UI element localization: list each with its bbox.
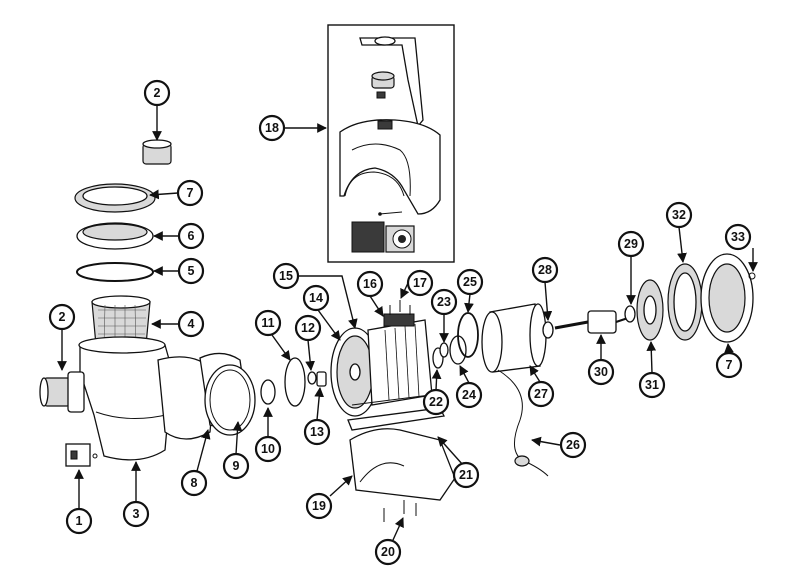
callout-5: 5 [177, 257, 205, 285]
svg-text:28: 28 [538, 263, 552, 277]
callout-31: 31 [638, 371, 666, 399]
svg-text:2: 2 [154, 86, 161, 100]
callout-24: 24 [455, 381, 483, 409]
svg-text:24: 24 [462, 388, 476, 402]
svg-text:1: 1 [76, 514, 83, 528]
svg-text:29: 29 [624, 237, 638, 251]
callout-2-left: 2 [48, 303, 76, 331]
svg-text:32: 32 [672, 208, 686, 222]
svg-text:20: 20 [381, 545, 395, 559]
svg-text:5: 5 [188, 264, 195, 278]
svg-text:27: 27 [534, 387, 548, 401]
callout-20: 20 [374, 538, 402, 566]
callout-16: 16 [356, 270, 384, 298]
callout-19: 19 [305, 492, 333, 520]
svg-text:9: 9 [233, 459, 240, 473]
callout-10: 10 [254, 435, 282, 463]
callout-21: 21 [452, 461, 480, 489]
callout-7-right: 7 [715, 351, 743, 379]
svg-text:22: 22 [429, 395, 443, 409]
callout-23: 23 [430, 288, 458, 316]
svg-text:15: 15 [279, 269, 293, 283]
callout-18: 18 [258, 114, 286, 142]
callout-14: 14 [302, 284, 330, 312]
callout-29: 29 [617, 230, 645, 258]
callout-9: 9 [222, 452, 250, 480]
callout-32: 32 [665, 201, 693, 229]
callout-13: 13 [303, 418, 331, 446]
callout-11: 11 [254, 309, 282, 337]
svg-text:26: 26 [566, 438, 580, 452]
callout-25: 25 [456, 268, 484, 296]
callout-33: 33 [724, 223, 752, 251]
svg-text:30: 30 [594, 365, 608, 379]
callout-7-top: 7 [176, 179, 204, 207]
callout-17: 17 [406, 269, 434, 297]
callout-1: 1 [65, 507, 93, 535]
strainer-pot-assembly [39, 139, 256, 467]
svg-text:2: 2 [59, 310, 66, 324]
svg-text:12: 12 [301, 321, 315, 335]
callout-26: 26 [559, 431, 587, 459]
svg-text:8: 8 [191, 476, 198, 490]
svg-text:23: 23 [437, 295, 451, 309]
svg-text:4: 4 [188, 317, 195, 331]
svg-text:31: 31 [645, 378, 659, 392]
motor-assembly [260, 253, 756, 522]
callout-22: 22 [422, 388, 450, 416]
callout-15: 15 [272, 262, 300, 290]
svg-text:10: 10 [261, 442, 275, 456]
callout-6: 6 [177, 222, 205, 250]
callout-4: 4 [177, 310, 205, 338]
svg-text:33: 33 [731, 230, 745, 244]
controller-inset [327, 24, 455, 263]
svg-text:3: 3 [133, 507, 140, 521]
svg-text:7: 7 [726, 358, 733, 372]
svg-text:21: 21 [459, 468, 473, 482]
leader-lines [57, 105, 758, 541]
svg-text:14: 14 [309, 291, 323, 305]
callout-12: 12 [294, 314, 322, 342]
svg-text:18: 18 [265, 121, 279, 135]
svg-text:7: 7 [187, 186, 194, 200]
callout-27: 27 [527, 380, 555, 408]
callout-3: 3 [122, 500, 150, 528]
svg-text:13: 13 [310, 425, 324, 439]
callout-28: 28 [531, 256, 559, 284]
callout-8: 8 [180, 469, 208, 497]
svg-text:16: 16 [363, 277, 377, 291]
svg-text:19: 19 [312, 499, 326, 513]
svg-text:25: 25 [463, 275, 477, 289]
callout-2-top: 2 [143, 79, 171, 107]
callout-30: 30 [587, 358, 615, 386]
svg-text:6: 6 [188, 229, 195, 243]
svg-text:17: 17 [413, 276, 427, 290]
svg-text:11: 11 [261, 316, 274, 330]
